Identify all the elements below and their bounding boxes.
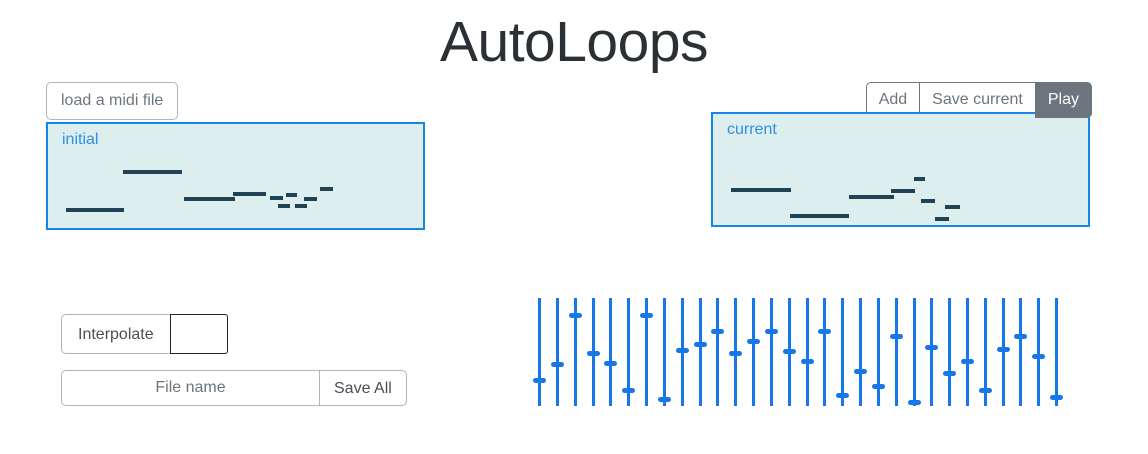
midi-note xyxy=(891,189,915,193)
midi-note xyxy=(123,170,182,174)
slider-thumb[interactable] xyxy=(979,388,992,393)
vertical-slider[interactable] xyxy=(925,298,938,406)
midi-note xyxy=(790,214,849,218)
slider-thumb[interactable] xyxy=(551,362,564,367)
slider-thumb[interactable] xyxy=(694,342,707,347)
midi-note xyxy=(270,196,283,200)
slider-thumb[interactable] xyxy=(1014,334,1027,339)
vertical-slider[interactable] xyxy=(1050,298,1063,406)
save-all-button[interactable]: Save All xyxy=(319,370,407,406)
midi-note xyxy=(921,199,935,203)
vertical-slider[interactable] xyxy=(854,298,867,406)
vertical-slider[interactable] xyxy=(1032,298,1045,406)
midi-note xyxy=(914,177,925,181)
vertical-slider[interactable] xyxy=(694,298,707,406)
midi-note xyxy=(278,204,290,208)
slider-thumb[interactable] xyxy=(658,397,671,402)
slider-thumb[interactable] xyxy=(801,359,814,364)
slider-thumb[interactable] xyxy=(587,351,600,356)
slider-thumb[interactable] xyxy=(747,339,760,344)
midi-note xyxy=(935,217,949,221)
interpolate-steps-input[interactable] xyxy=(169,314,228,354)
vertical-slider[interactable] xyxy=(711,298,724,406)
slider-thumb[interactable] xyxy=(1050,395,1063,400)
vertical-slider[interactable] xyxy=(569,298,582,406)
panel-label-initial: initial xyxy=(62,131,99,148)
vertical-slider[interactable] xyxy=(765,298,778,406)
midi-note xyxy=(286,193,297,197)
slider-thumb[interactable] xyxy=(622,388,635,393)
vertical-slider[interactable] xyxy=(961,298,974,406)
vertical-slider[interactable] xyxy=(943,298,956,406)
slider-thumb[interactable] xyxy=(836,393,849,398)
slider-thumb[interactable] xyxy=(729,351,742,356)
vertical-slider[interactable] xyxy=(872,298,885,406)
slider-thumb[interactable] xyxy=(925,345,938,350)
midi-note xyxy=(66,208,124,212)
vertical-slider[interactable] xyxy=(676,298,689,406)
page-title: AutoLoops xyxy=(439,10,709,74)
slider-thumb[interactable] xyxy=(533,378,546,383)
vertical-slider[interactable] xyxy=(640,298,653,406)
vertical-slider[interactable] xyxy=(908,298,921,406)
vertical-slider[interactable] xyxy=(1014,298,1027,406)
vertical-slider[interactable] xyxy=(747,298,760,406)
interpolate-group: Interpolate xyxy=(61,314,228,354)
midi-note xyxy=(849,195,894,199)
slider-thumb[interactable] xyxy=(997,347,1010,352)
vertical-slider[interactable] xyxy=(818,298,831,406)
load-midi-file-button[interactable]: load a midi file xyxy=(46,82,179,120)
midi-note xyxy=(304,197,317,201)
slider-thumb[interactable] xyxy=(640,313,653,318)
file-name-input[interactable] xyxy=(61,370,319,406)
vertical-slider[interactable] xyxy=(622,298,635,406)
slider-thumb[interactable] xyxy=(676,348,689,353)
slider-thumb[interactable] xyxy=(890,334,903,339)
vertical-slider[interactable] xyxy=(533,298,546,406)
midi-note xyxy=(945,205,960,209)
midi-note xyxy=(295,204,307,208)
slider-thumb[interactable] xyxy=(569,313,582,318)
slider-thumb[interactable] xyxy=(604,361,617,366)
vertical-slider[interactable] xyxy=(551,298,564,406)
slider-bank[interactable] xyxy=(533,298,1073,406)
panel-label-current: current xyxy=(727,121,777,138)
vertical-slider[interactable] xyxy=(890,298,903,406)
slider-thumb[interactable] xyxy=(711,329,724,334)
midi-note xyxy=(731,188,791,192)
slider-thumb[interactable] xyxy=(908,400,921,405)
vertical-slider[interactable] xyxy=(604,298,617,406)
slider-thumb[interactable] xyxy=(818,329,831,334)
interpolate-button[interactable]: Interpolate xyxy=(61,314,170,354)
piano-roll-panel-current[interactable]: current xyxy=(711,112,1090,227)
filename-group: Save All xyxy=(61,370,407,406)
vertical-slider[interactable] xyxy=(997,298,1010,406)
slider-thumb[interactable] xyxy=(943,371,956,376)
vertical-slider[interactable] xyxy=(658,298,671,406)
slider-thumb[interactable] xyxy=(961,359,974,364)
midi-note xyxy=(320,187,333,191)
slider-thumb[interactable] xyxy=(783,349,796,354)
vertical-slider[interactable] xyxy=(587,298,600,406)
vertical-slider[interactable] xyxy=(801,298,814,406)
vertical-slider[interactable] xyxy=(979,298,992,406)
piano-roll-panel-initial[interactable]: initial xyxy=(46,122,425,230)
slider-thumb[interactable] xyxy=(765,329,778,334)
midi-note xyxy=(233,192,266,196)
slider-thumb[interactable] xyxy=(872,384,885,389)
vertical-slider[interactable] xyxy=(836,298,849,406)
slider-thumb[interactable] xyxy=(1032,354,1045,359)
vertical-slider[interactable] xyxy=(729,298,742,406)
play-button[interactable]: Play xyxy=(1034,82,1092,118)
slider-thumb[interactable] xyxy=(854,369,867,374)
vertical-slider[interactable] xyxy=(783,298,796,406)
midi-note xyxy=(184,197,235,201)
